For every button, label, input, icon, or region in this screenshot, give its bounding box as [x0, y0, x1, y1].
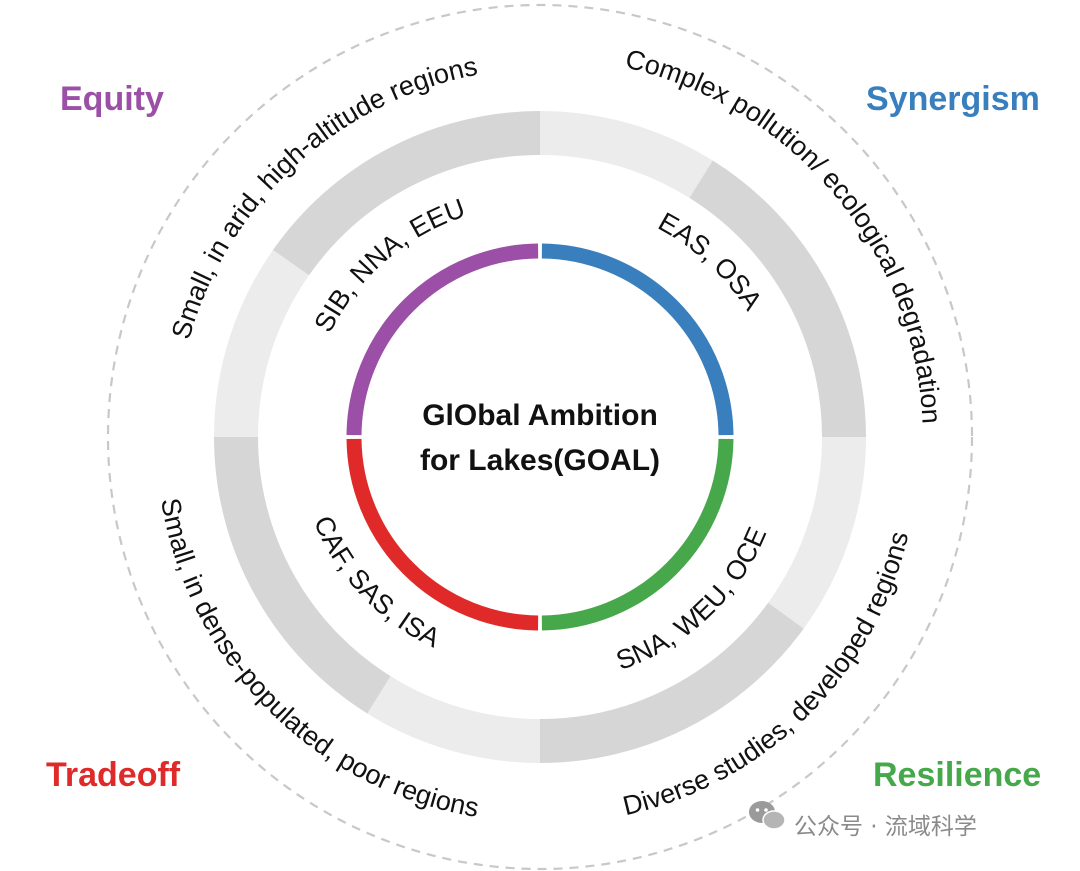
- band-segment-resilience-dark: [539, 602, 804, 763]
- synergism-label: Synergism: [866, 80, 1040, 118]
- outer-dashed-circle: [106, 3, 974, 871]
- band-segment-synergism-light: [539, 111, 713, 199]
- inner-colored-ring: [346, 243, 734, 631]
- inner-ring-tradeoff-arc: [346, 438, 539, 631]
- center-title-line-1: GlObal Ambition: [422, 399, 658, 432]
- watermark: 公众号 · 流域科学: [749, 801, 977, 840]
- band-segment-equity-dark: [272, 111, 541, 276]
- wechat-icon: [749, 801, 786, 830]
- center-title-line-2: for Lakes(GOAL): [420, 444, 660, 477]
- band-segment-tradeoff-dark: [214, 436, 391, 714]
- watermark-text: 公众号 · 流域科学: [794, 814, 977, 840]
- band-segment-equity-light: [214, 249, 310, 438]
- inner-ring-equity-arc: [346, 243, 539, 436]
- band-segment-resilience-light: [767, 436, 866, 629]
- resilience-label: Resilience: [873, 756, 1041, 794]
- band-segment-synergism-dark: [689, 160, 866, 438]
- tradeoff-label: Tradeoff: [46, 756, 181, 794]
- band-segment-tradeoff-light: [367, 675, 541, 763]
- inner-ring-synergism-arc: [541, 243, 734, 436]
- equity-label: Equity: [60, 80, 164, 118]
- grey-ring-band: [214, 111, 866, 763]
- inner-ring-resilience-arc: [541, 438, 734, 631]
